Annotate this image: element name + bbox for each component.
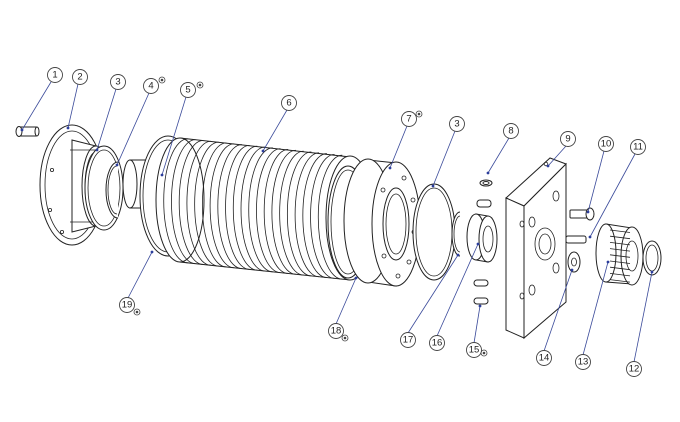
pulley-tooth	[609, 229, 631, 233]
cylinder-rib	[225, 144, 250, 270]
svg-text:15: 15	[469, 345, 480, 356]
callout-15: 15	[466, 342, 482, 358]
cylinder-rib	[232, 145, 258, 271]
svg-text:18: 18	[331, 326, 342, 337]
cylinder-rib	[171, 139, 196, 265]
callout-10: 10	[598, 136, 614, 152]
grease-symbol-15	[480, 349, 488, 357]
cylinder-rib	[240, 146, 266, 272]
cylinder-rib	[294, 152, 320, 278]
cylinder-rib	[310, 153, 335, 279]
part-3-o-ring-right	[412, 183, 456, 281]
svg-text:3: 3	[115, 77, 120, 88]
grease-symbol-18	[341, 334, 349, 342]
leader-lines	[21, 81, 653, 363]
cylinder-rib	[178, 140, 204, 265]
svg-text:13: 13	[578, 357, 589, 368]
callout-17: 17	[400, 332, 416, 348]
pulley-tooth	[609, 266, 631, 271]
cylinder-rib	[201, 142, 227, 268]
svg-text:16: 16	[432, 338, 443, 349]
cylinder-rib	[217, 144, 242, 269]
part-11-key	[565, 235, 587, 244]
callout-16: 16	[429, 335, 445, 351]
callout-2: 2	[72, 69, 88, 85]
callout-19: 19	[119, 297, 135, 313]
cylinder-rib	[263, 149, 289, 274]
callout-3b: 3	[449, 116, 465, 132]
part-17-retaining-ring	[451, 211, 461, 257]
callout-12: 12	[626, 361, 642, 377]
svg-text:17: 17	[403, 335, 414, 346]
cylinder-rib	[209, 143, 235, 269]
pulley-tooth	[609, 254, 631, 258]
svg-text:3: 3	[454, 119, 459, 130]
callout-5: 5	[180, 82, 196, 98]
grease-symbol-7	[415, 110, 423, 118]
part-10-socket-screw	[569, 207, 595, 221]
cylinder-rib	[163, 138, 188, 264]
pulley-tooth	[609, 279, 631, 283]
part-9-mounting-plate	[505, 157, 567, 340]
cylinder-rib	[271, 149, 296, 275]
callout-1: 1	[47, 67, 63, 83]
svg-text:10: 10	[601, 139, 612, 150]
part-14-washer	[567, 251, 581, 273]
part-13-timing-pulley	[595, 223, 644, 286]
callout-8: 8	[503, 123, 519, 139]
part-1-screw	[15, 126, 40, 137]
part-7-bearing-flange	[343, 158, 421, 287]
cylinder-rib	[317, 154, 343, 280]
cylinder-rib	[194, 141, 219, 267]
cylinder-rib	[279, 150, 304, 276]
callout-7: 7	[401, 111, 417, 127]
callout-13: 13	[575, 354, 591, 370]
svg-text:11: 11	[633, 142, 643, 153]
grease-symbol-19	[133, 308, 141, 316]
part-15-dowel-pin	[473, 279, 489, 305]
pulley-tooth	[609, 273, 631, 277]
callout-3a: 3	[110, 74, 126, 90]
grease-symbol-4	[158, 76, 166, 84]
pulley-tooth	[609, 235, 631, 240]
leader-dots	[20, 126, 654, 308]
part-4-snap-ring	[105, 161, 119, 219]
pulley-tooth	[609, 248, 631, 252]
svg-text:4: 4	[148, 81, 153, 92]
grease-symbol-5	[196, 81, 204, 89]
cylinder-rib	[302, 153, 327, 278]
svg-text:7: 7	[406, 114, 411, 125]
callout-14: 14	[536, 350, 552, 366]
callout-6: 6	[281, 95, 297, 111]
part-12-retaining-ring	[642, 240, 662, 276]
part-8-dowel-pin	[476, 179, 493, 208]
cylinder-rib	[248, 147, 273, 273]
callout-11: 11	[630, 139, 646, 155]
pulley-tooth	[609, 260, 631, 264]
svg-text:5: 5	[185, 85, 190, 96]
part-16-ball-bearing	[466, 213, 498, 263]
callout-18: 18	[328, 323, 344, 339]
cylinder-rib	[256, 148, 281, 274]
pulley-tooth	[609, 242, 631, 246]
callout-9: 9	[560, 131, 576, 147]
svg-text:1: 1	[52, 70, 57, 81]
svg-text:9: 9	[565, 134, 570, 145]
svg-text:6: 6	[286, 98, 291, 109]
svg-text:14: 14	[539, 353, 550, 364]
cylinder-rib	[186, 140, 211, 266]
svg-text:19: 19	[122, 300, 133, 311]
svg-text:12: 12	[629, 364, 640, 375]
cylinder-rib	[286, 151, 312, 277]
callout-4: 4	[143, 78, 159, 94]
svg-text:2: 2	[77, 72, 82, 83]
svg-text:8: 8	[508, 126, 513, 137]
